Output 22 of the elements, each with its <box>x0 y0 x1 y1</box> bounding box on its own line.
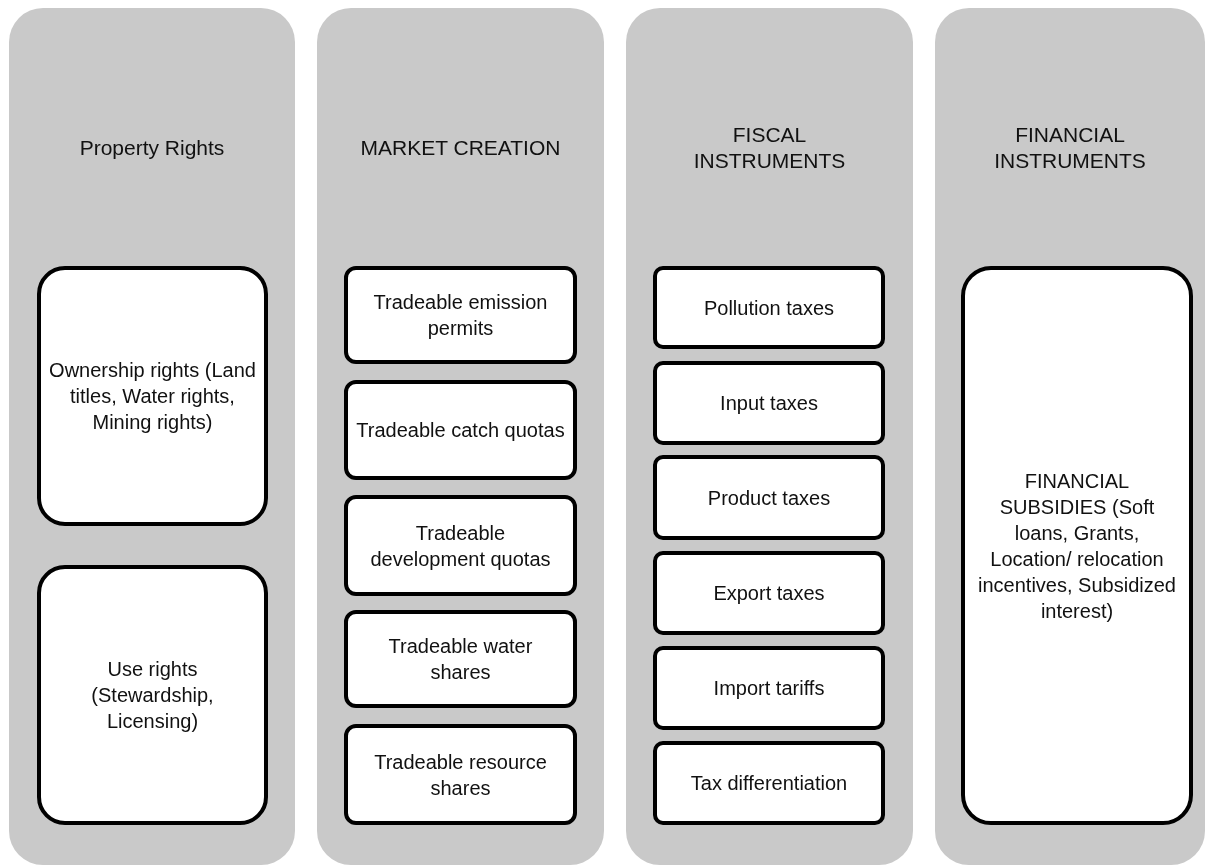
category-heading: Property Rights <box>78 134 226 161</box>
category-heading: MARKET CREATION <box>359 134 562 161</box>
instrument-box: Use rights (Stewardship, Licensing) <box>37 565 268 825</box>
category-panel <box>935 8 1205 865</box>
instrument-box: Export taxes <box>653 551 885 635</box>
instrument-box: Tradeable water shares <box>344 610 577 708</box>
instrument-box: FINANCIAL SUBSIDIES (Soft loans, Grants, Location/ relocation incentives, Subsidized interest) <box>961 266 1193 825</box>
instrument-box: Tradeable catch quotas <box>344 380 577 480</box>
instrument-box: Tradeable emission permits <box>344 266 577 364</box>
instrument-box: Tax differentiation <box>653 741 885 825</box>
category-panel <box>9 8 295 865</box>
instrument-box: Pollution taxes <box>653 266 885 349</box>
category-panel <box>317 8 604 865</box>
category-heading: FISCAL INSTRUMENTS <box>692 121 847 174</box>
category-panel <box>626 8 913 865</box>
instrument-box: Tradeable development quotas <box>344 495 577 596</box>
instrument-box: Input taxes <box>653 361 885 445</box>
category-heading: FINANCIAL INSTRUMENTS <box>993 121 1147 174</box>
instrument-box: Product taxes <box>653 455 885 540</box>
instrument-box: Ownership rights (Land titles, Water rights, Mining rights) <box>37 266 268 526</box>
instrument-box: Tradeable resource shares <box>344 724 577 825</box>
instrument-box: Import tariffs <box>653 646 885 730</box>
